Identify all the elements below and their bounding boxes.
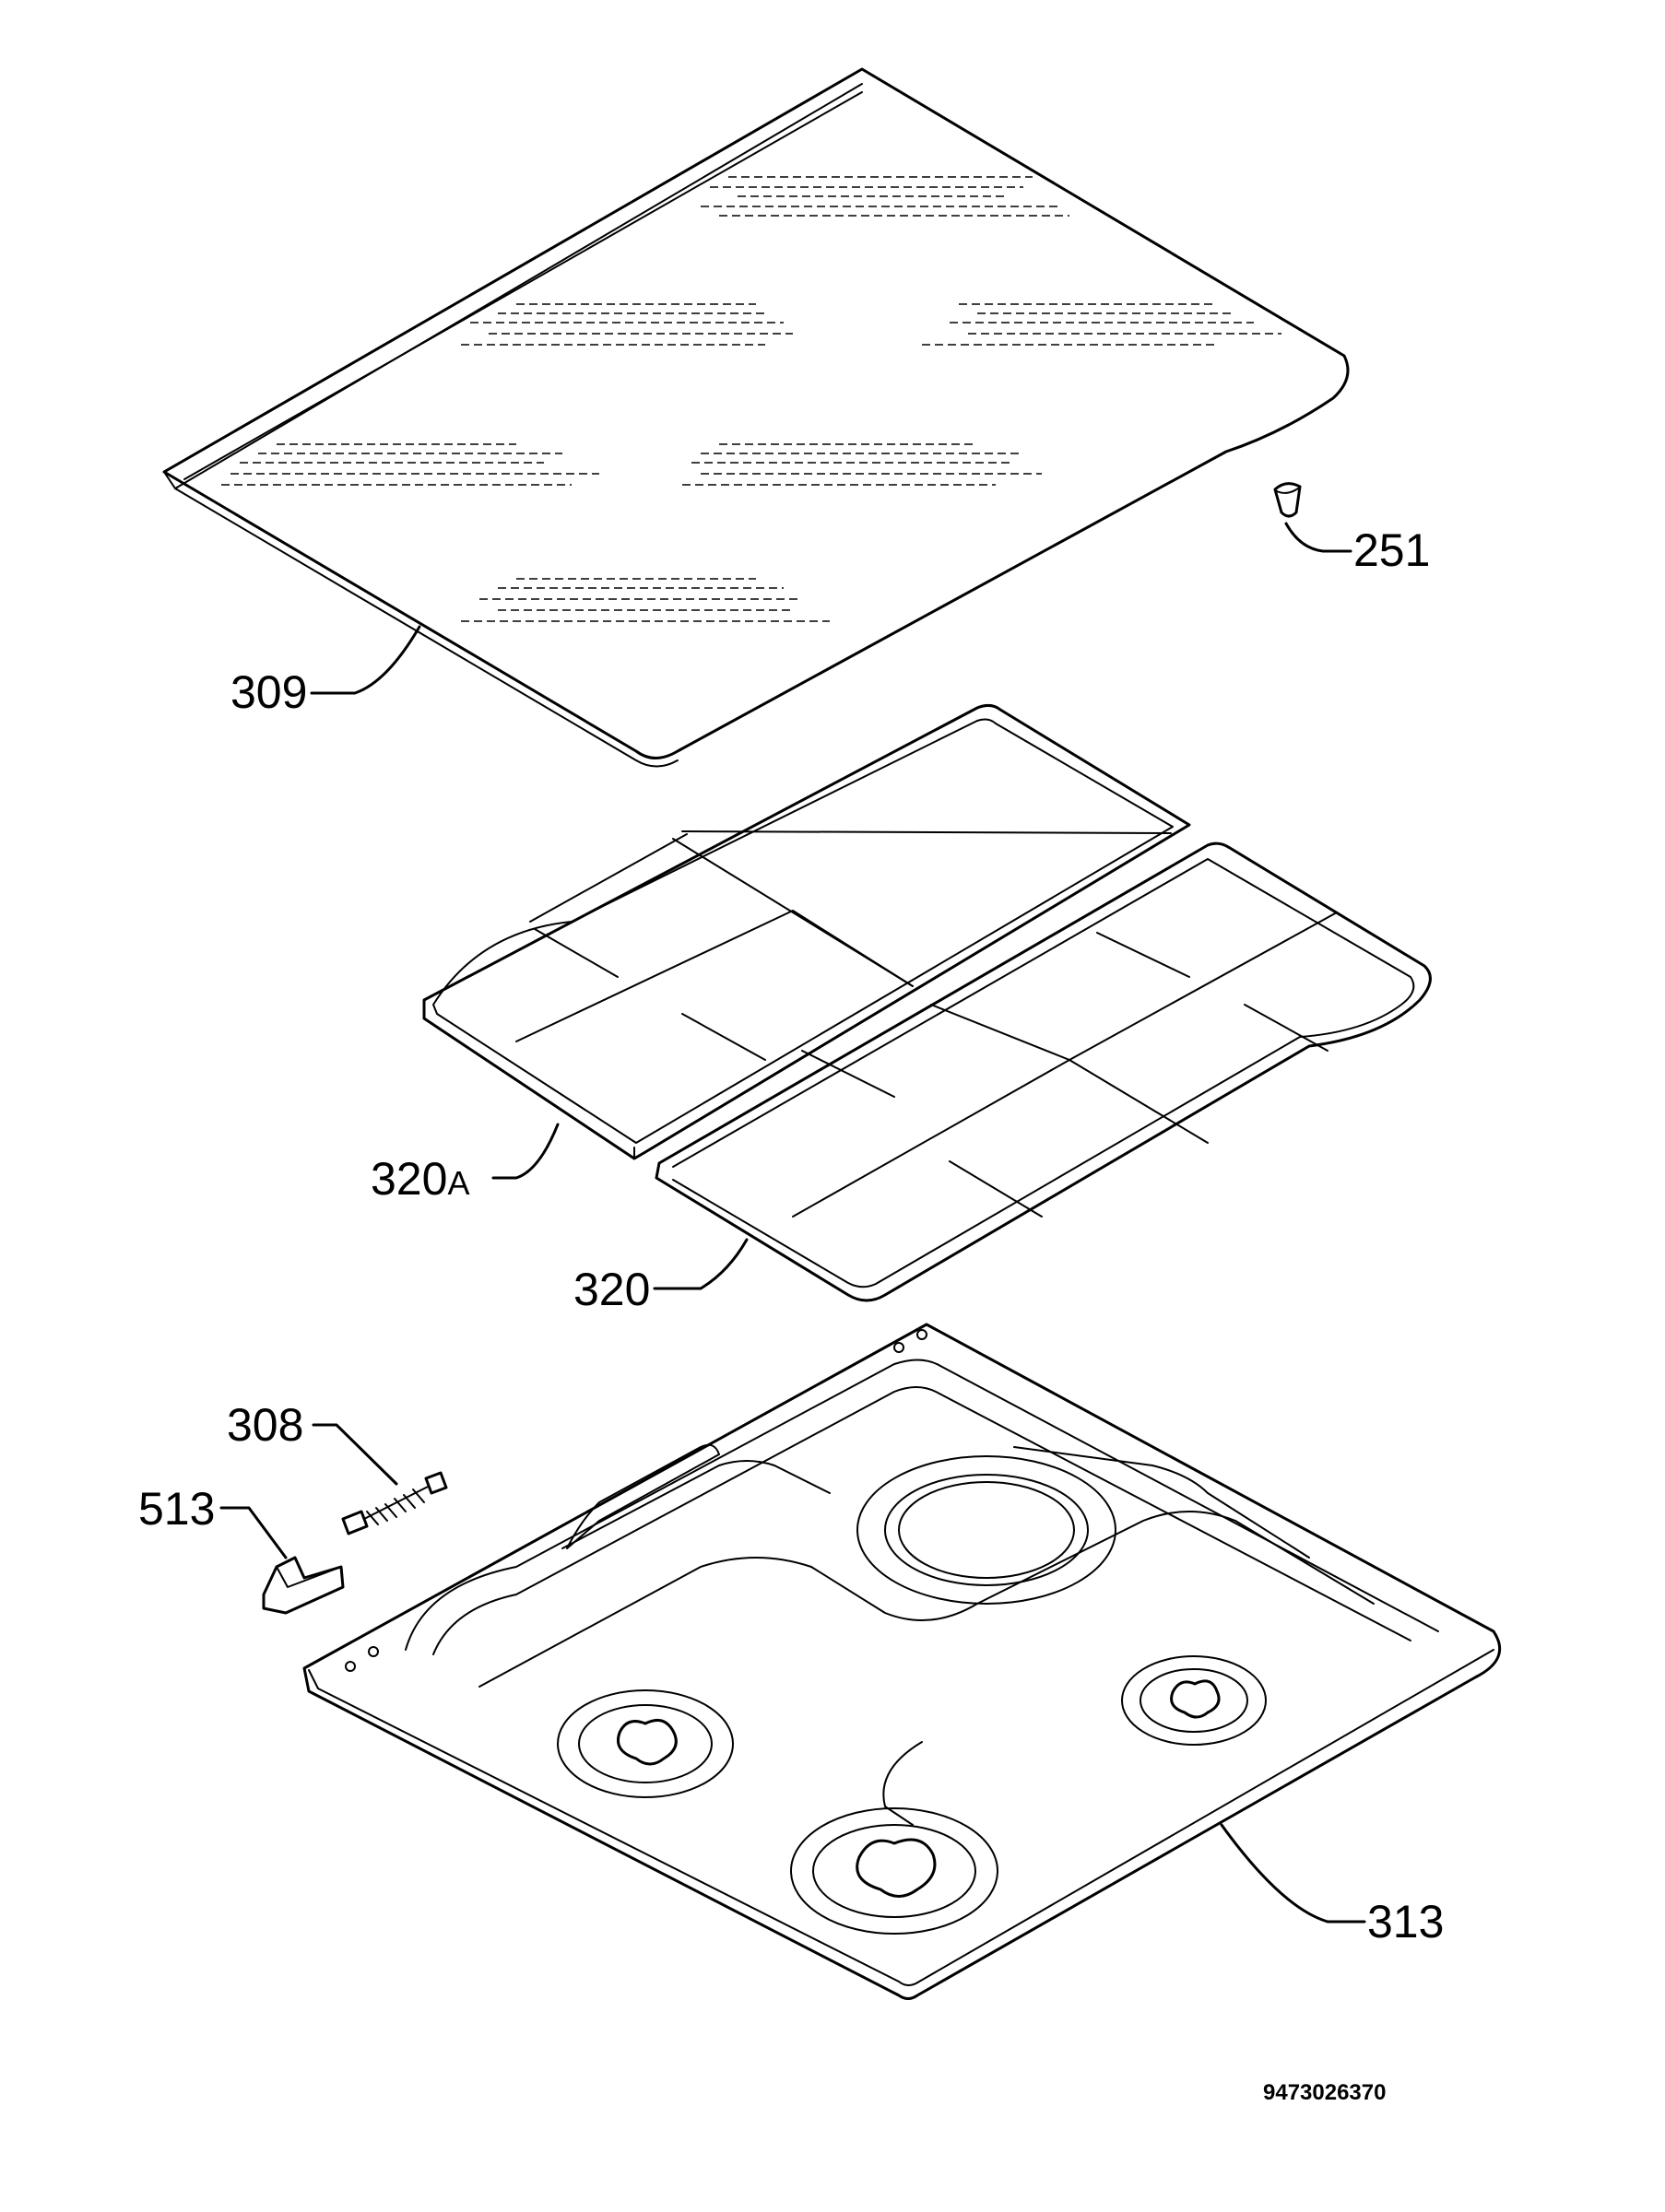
callout-309: 309 <box>230 666 307 718</box>
callout-320a-main: 320 <box>371 1153 447 1205</box>
buffer-part <box>1273 482 1302 518</box>
callout-320: 320 <box>573 1264 650 1315</box>
leader-309 <box>310 625 421 695</box>
leader-251 <box>1284 522 1352 553</box>
burner-seat-front <box>790 1807 998 1935</box>
leader-513 <box>219 1506 288 1559</box>
callout-308: 308 <box>227 1399 303 1451</box>
callout-513: 513 <box>138 1483 215 1535</box>
spring-part <box>341 1471 448 1535</box>
glass-lid-part <box>162 67 1350 768</box>
pan-support-left-part <box>422 703 1191 1160</box>
glass-reflection-hatching <box>221 176 1281 622</box>
burner-ring-large <box>856 1455 1116 1605</box>
callout-320a: 320A <box>371 1153 469 1205</box>
leader-320 <box>653 1238 749 1290</box>
document-number: 9473026370 <box>1263 2080 1386 2105</box>
burner-seat-right <box>1121 1655 1267 1746</box>
hob-top-part <box>302 1323 1502 2000</box>
bracket-part <box>262 1556 345 1615</box>
leader-308 <box>312 1423 398 1486</box>
leader-320a <box>491 1123 560 1180</box>
callout-320a-suffix: A <box>447 1164 469 1202</box>
callout-251: 251 <box>1353 524 1430 576</box>
callout-313: 313 <box>1367 1896 1444 1947</box>
burner-seat-left <box>557 1689 734 1798</box>
pan-support-right-part <box>655 841 1432 1302</box>
leader-313 <box>1220 1823 1366 1924</box>
